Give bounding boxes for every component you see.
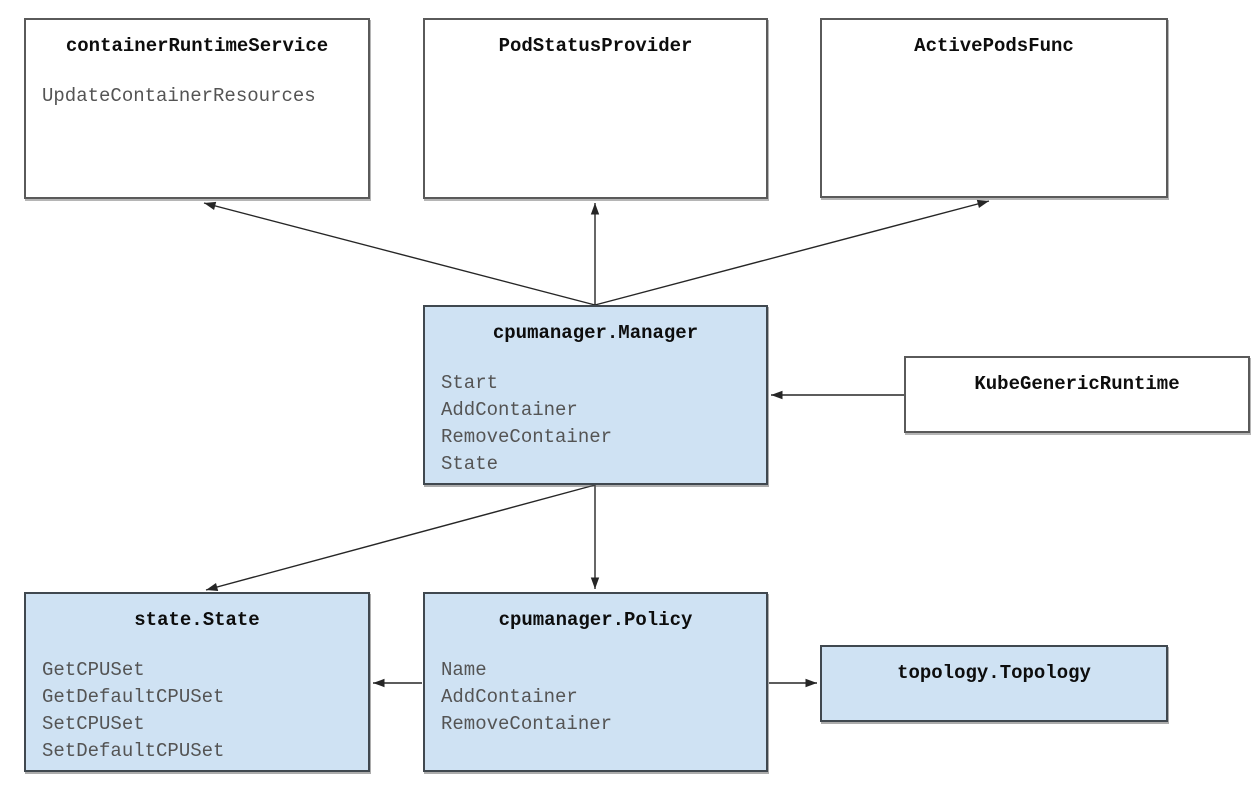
box-state-state: state.State GetCPUSet GetDefaultCPUSet S… — [24, 592, 370, 772]
method-label: UpdateContainerResources — [42, 85, 316, 107]
box-title-container-runtime-service: containerRuntimeService — [65, 35, 329, 57]
box-kube-generic-runtime: KubeGenericRuntime — [904, 356, 1250, 433]
box-title-state-state: state.State — [134, 609, 260, 631]
method-label: State — [441, 453, 499, 475]
box-cpumanager-policy: cpumanager.Policy Name AddContainer Remo… — [423, 592, 768, 772]
method-label: AddContainer — [441, 686, 578, 708]
method-label: RemoveContainer — [441, 713, 613, 735]
arrow-manager-to-container-runtime-service — [203, 201, 596, 306]
box-title-pod-status-provider: PodStatusProvider — [498, 35, 693, 57]
box-container-runtime-service: containerRuntimeService UpdateContainerR… — [24, 18, 370, 199]
method-label: GetCPUSet — [42, 659, 145, 681]
method-label: AddContainer — [441, 399, 578, 421]
box-title-cpumanager-policy: cpumanager.Policy — [498, 609, 693, 631]
box-topology-topology: topology.Topology — [820, 645, 1168, 722]
method-label: RemoveContainer — [441, 426, 613, 448]
box-methods-container-runtime-service: UpdateContainerResources — [26, 83, 368, 110]
method-label: GetDefaultCPUSet — [42, 686, 225, 708]
box-methods-cpumanager-manager: Start AddContainer RemoveContainer State — [425, 370, 766, 478]
arrow-manager-to-active-pods-func — [594, 199, 990, 306]
box-title-topology-topology: topology.Topology — [897, 662, 1091, 684]
box-title-active-pods-func: ActivePodsFunc — [914, 35, 1074, 57]
box-methods-state-state: GetCPUSet GetDefaultCPUSet SetCPUSet Set… — [26, 657, 368, 765]
box-active-pods-func: ActivePodsFunc — [820, 18, 1168, 198]
arrow-manager-to-state — [205, 484, 596, 592]
box-pod-status-provider: PodStatusProvider — [423, 18, 768, 199]
method-label: Start — [441, 372, 499, 394]
method-label: SetDefaultCPUSet — [42, 740, 225, 762]
box-title-kube-generic-runtime: KubeGenericRuntime — [974, 373, 1180, 395]
box-cpumanager-manager: cpumanager.Manager Start AddContainer Re… — [423, 305, 768, 485]
method-label: Name — [441, 659, 487, 681]
box-methods-cpumanager-policy: Name AddContainer RemoveContainer — [425, 657, 766, 738]
box-title-cpumanager-manager: cpumanager.Manager — [492, 322, 699, 344]
method-label: SetCPUSet — [42, 713, 145, 735]
